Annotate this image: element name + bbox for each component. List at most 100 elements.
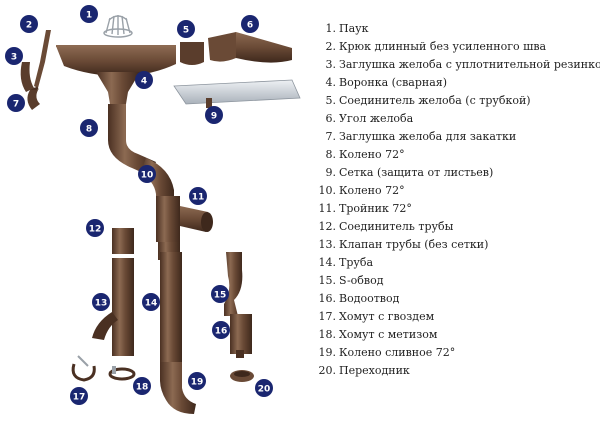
legend-item: 1.Паук (310, 20, 598, 38)
legend-label: Крюк длинный без усиленного шва (339, 40, 547, 53)
legend-number: 3. (325, 58, 337, 71)
badge-3: 3 (5, 47, 23, 65)
badge-5: 5 (177, 20, 195, 38)
legend-number: 9. (325, 166, 337, 179)
legend-number: 12. (318, 220, 337, 233)
svg-text:18: 18 (136, 383, 149, 393)
bracket-nail-part (71, 355, 96, 382)
legend-label: Хомут с гвоздем (339, 310, 435, 323)
legend-item: 3.Заглушка желоба с уплотнительной резин… (310, 56, 600, 74)
spider-part (103, 15, 133, 38)
svg-text:7: 7 (13, 100, 19, 110)
legend-label: S-обвод (339, 274, 384, 287)
legend-number: 8. (325, 148, 337, 161)
end-cap-roll-part (27, 90, 40, 110)
svg-text:16: 16 (215, 327, 228, 337)
legend-label: Заглушка желоба с уплотнительной резинко… (339, 58, 600, 71)
legend-item: 18.Хомут с метизом (310, 326, 598, 344)
badge-11: 11 (189, 187, 207, 205)
bracket-fastener-part (108, 366, 136, 381)
badge-2: 2 (20, 15, 38, 33)
pipe-valve-part (92, 258, 134, 356)
badge-6: 6 (241, 15, 259, 33)
pipe-part (160, 252, 182, 368)
svg-text:4: 4 (141, 77, 147, 87)
outlet-part (230, 314, 252, 358)
badge-8: 8 (80, 119, 98, 137)
pipe-connector-part (112, 228, 134, 254)
legend-label: Колено 72° (339, 148, 405, 161)
svg-text:13: 13 (95, 299, 108, 309)
legend-label: Хомут с метизом (339, 328, 438, 341)
legend-label: Колено 72° (339, 184, 405, 197)
legend-item: 20.Переходник (310, 362, 598, 380)
svg-text:1: 1 (86, 11, 92, 21)
gutter-corner-part (208, 32, 292, 63)
svg-text:8: 8 (86, 125, 92, 135)
legend-number: 10. (318, 184, 337, 197)
svg-text:19: 19 (191, 378, 204, 388)
legend-item: 7.Заглушка желоба для закатки (310, 128, 598, 146)
badge-15: 15 (211, 285, 229, 303)
svg-text:10: 10 (141, 171, 154, 181)
legend-item: 19.Колено сливное 72° (310, 344, 598, 362)
legend-label: Соединитель желоба (с трубкой) (339, 94, 531, 107)
legend-item: 6.Угол желоба (310, 110, 598, 128)
gutter-connector-part (180, 42, 204, 65)
legend-number: 7. (325, 130, 337, 143)
legend-item: 4.Воронка (сварная) (310, 74, 598, 92)
legend-number: 20. (318, 364, 337, 377)
badge-13: 13 (92, 293, 110, 311)
badge-17: 17 (70, 387, 88, 405)
svg-text:11: 11 (192, 193, 205, 203)
legend-label: Тройник 72° (339, 202, 412, 215)
legend-number: 11. (318, 202, 337, 215)
adapter-part (230, 370, 254, 382)
legend-label: Заглушка желоба для закатки (339, 130, 517, 143)
legend-number: 18. (318, 328, 337, 341)
legend-number: 6. (325, 112, 337, 125)
legend-label: Воронка (сварная) (339, 76, 447, 89)
long-hook-part (26, 30, 51, 91)
badge-10: 10 (138, 165, 156, 183)
drain-elbow-part (160, 362, 196, 414)
tee-part (156, 196, 213, 242)
legend-number: 15. (318, 274, 337, 287)
gutter-part (56, 45, 176, 76)
legend-item: 8.Колено 72° (310, 146, 598, 164)
legend-item: 17.Хомут с гвоздем (310, 308, 598, 326)
parts-legend: 1.Паук 2.Крюк длинный без усиленного шва… (310, 20, 600, 380)
legend-number: 17. (318, 310, 337, 323)
badge-20: 20 (255, 379, 273, 397)
svg-text:6: 6 (247, 21, 253, 31)
legend-label: Клапан трубы (без сетки) (339, 238, 489, 251)
legend-label: Угол желоба (339, 112, 414, 125)
svg-text:14: 14 (145, 299, 158, 309)
svg-text:3: 3 (11, 53, 17, 63)
legend-item: 5.Соединитель желоба (с трубкой) (310, 92, 598, 110)
legend-label: Водоотвод (339, 292, 400, 305)
s-offset-part (224, 252, 243, 316)
legend-number: 5. (325, 94, 337, 107)
legend-item: 13.Клапан трубы (без сетки) (310, 236, 598, 254)
legend-number: 4. (325, 76, 337, 89)
svg-text:20: 20 (258, 385, 271, 395)
legend-label: Труба (339, 256, 374, 269)
badge-16: 16 (212, 321, 230, 339)
legend-label: Колено сливное 72° (339, 346, 456, 359)
svg-text:12: 12 (89, 225, 102, 235)
funnel-part (96, 72, 140, 104)
legend-item: 10.Колено 72° (310, 182, 598, 200)
svg-text:9: 9 (211, 112, 217, 122)
svg-text:17: 17 (73, 393, 86, 403)
legend-item: 14.Труба (310, 254, 598, 272)
badge-4: 4 (135, 71, 153, 89)
legend-item: 2.Крюк длинный без усиленного шва (310, 38, 598, 56)
end-cap-seal-part (20, 62, 34, 92)
badge-14: 14 (142, 293, 160, 311)
svg-text:15: 15 (214, 291, 227, 301)
badge-9: 9 (205, 106, 223, 124)
badge-19: 19 (188, 372, 206, 390)
svg-text:5: 5 (183, 26, 189, 36)
